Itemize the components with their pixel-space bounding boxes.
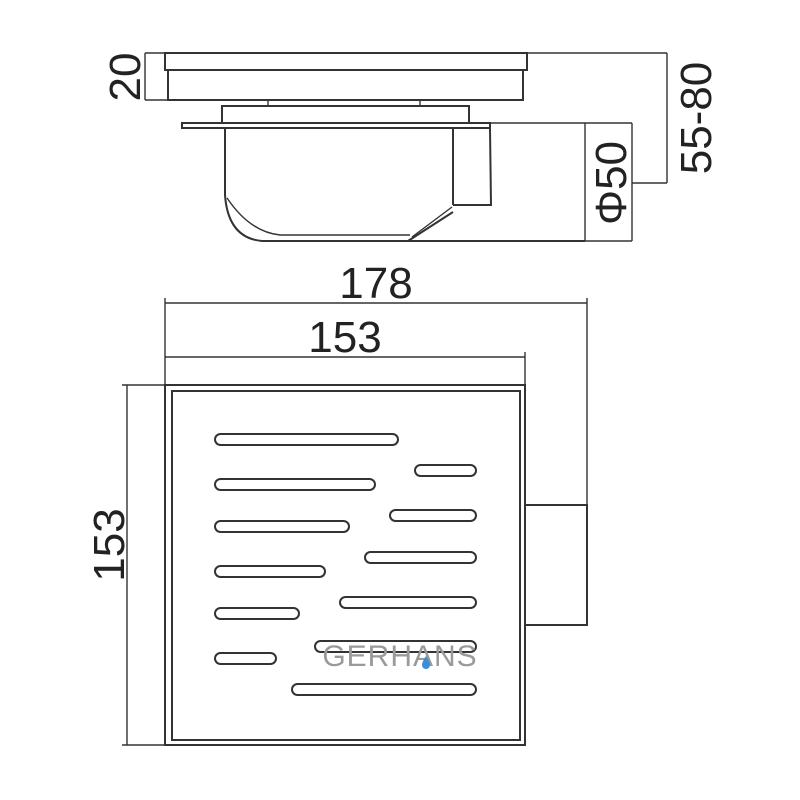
outlet-pipe bbox=[524, 504, 588, 626]
grate-slots bbox=[214, 433, 477, 696]
water-drop-icon bbox=[422, 656, 430, 669]
logo-text: GERHANS bbox=[322, 640, 477, 673]
depth-range-label: 55-80 bbox=[672, 62, 721, 175]
grate-plate bbox=[171, 390, 521, 741]
plan-view: 178 153 153 GERHANS bbox=[85, 259, 588, 746]
total-width-label: 178 bbox=[339, 259, 412, 308]
frame-height-label: 20 bbox=[101, 53, 150, 102]
side-view: 20 Φ50 55-80 bbox=[101, 52, 721, 242]
outlet-diameter-label: Φ50 bbox=[587, 141, 636, 225]
grate-width-label: 153 bbox=[308, 313, 381, 362]
grate-frame bbox=[164, 384, 526, 746]
brand-logo: GERHANS bbox=[322, 640, 477, 673]
grate-height-label: 153 bbox=[85, 508, 134, 581]
